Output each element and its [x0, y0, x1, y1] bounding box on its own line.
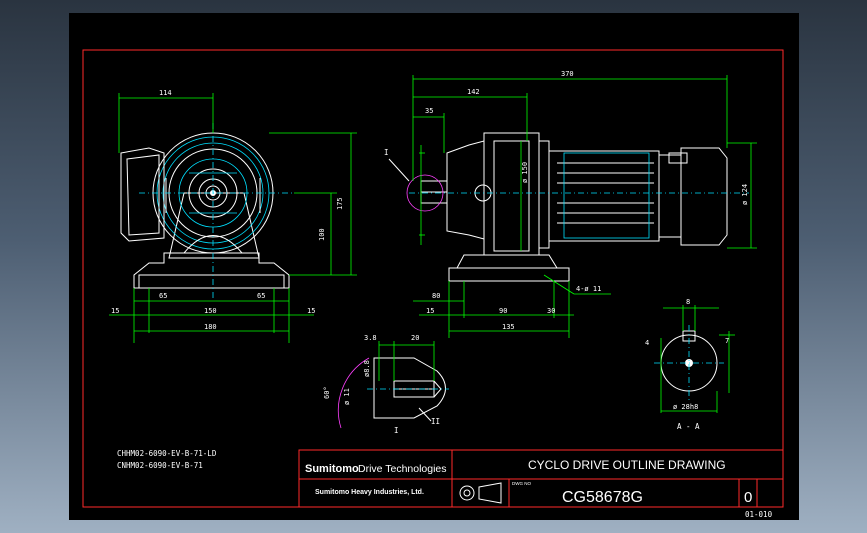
- dim-150-dia: ø 150: [521, 162, 529, 183]
- dim-100: 100: [318, 228, 326, 241]
- front-view: [120, 123, 294, 298]
- sheet-code: 01-010: [745, 510, 773, 519]
- detail-circle: [406, 174, 444, 212]
- dim-90: 90: [499, 307, 507, 315]
- dim-124-dia: ø 124: [741, 184, 749, 205]
- dim-150h: 150: [204, 307, 217, 315]
- detail-title-label: I: [394, 426, 399, 435]
- side-view: I: [384, 132, 749, 282]
- dim-11-dia: ø 11: [343, 388, 351, 405]
- section-label: A - A: [677, 422, 700, 431]
- title-block: Sumitomo Drive Technologies Sumitomo Hea…: [298, 449, 784, 508]
- dim-7: 7: [725, 337, 729, 345]
- dim-15c: 15: [426, 307, 434, 315]
- detail-shaft-view: 3.8 20 ø8.8 ø 11 60° II I: [323, 334, 449, 435]
- dim-80: 80: [432, 292, 440, 300]
- detail-ref-label: I: [384, 148, 389, 157]
- dim-180: 180: [204, 323, 217, 331]
- dim-114: 114: [159, 89, 172, 97]
- drawing-frame: [82, 49, 784, 508]
- dim-15b: 15: [307, 307, 315, 315]
- drawing-canvas: 114 175 100 65 65 15 150 15 180: [82, 49, 784, 519]
- dim-142: 142: [467, 88, 480, 96]
- dim-28-dia: ø 28h8: [673, 403, 698, 411]
- drawing-title: CYCLO DRIVE OUTLINE DRAWING: [528, 458, 726, 472]
- dim-60-deg: 60°: [323, 386, 331, 399]
- dim-3-8: 3.8: [364, 334, 377, 342]
- dim-4: 4: [645, 339, 649, 347]
- dim-4-holes: 4-ø 11: [576, 285, 601, 293]
- logo-main: Sumitomo: [305, 463, 359, 475]
- revision: 0: [744, 489, 752, 506]
- dim-8-8: ø8.8: [363, 360, 371, 377]
- front-view-dimensions: 114 175 100 65 65 15 150 15 180: [109, 89, 357, 343]
- drawing-number: CG58678G: [562, 489, 643, 506]
- dim-175: 175: [336, 197, 344, 210]
- dim-35: 35: [425, 107, 433, 115]
- dim-30: 30: [547, 307, 555, 315]
- model-line-2: CNHM02-6090-EV-B-71: [117, 461, 203, 470]
- section-view: 8 7 4 ø 28h8 A - A: [645, 298, 735, 431]
- dim-8-key: 8: [686, 298, 690, 306]
- model-line-1: CHHM02-6090-EV-B-71-LD: [117, 449, 217, 458]
- logo-sub: Drive Technologies: [358, 463, 447, 475]
- detail-view-label: II: [431, 417, 440, 426]
- dim-20: 20: [411, 334, 419, 342]
- dim-15a: 15: [111, 307, 119, 315]
- dim-65a: 65: [159, 292, 167, 300]
- dim-370: 370: [561, 70, 574, 78]
- side-view-dimensions: 370 142 35 ø 150 ø 124 80 15 90 30 135 4…: [412, 70, 757, 338]
- dwg-no-label: DWG NO: [512, 481, 531, 486]
- dim-135: 135: [502, 323, 515, 331]
- company-name: Sumitomo Heavy Industries, Ltd.: [315, 489, 424, 496]
- dim-65b: 65: [257, 292, 265, 300]
- drawing-sheet[interactable]: 114 175 100 65 65 15 150 15 180: [69, 13, 799, 520]
